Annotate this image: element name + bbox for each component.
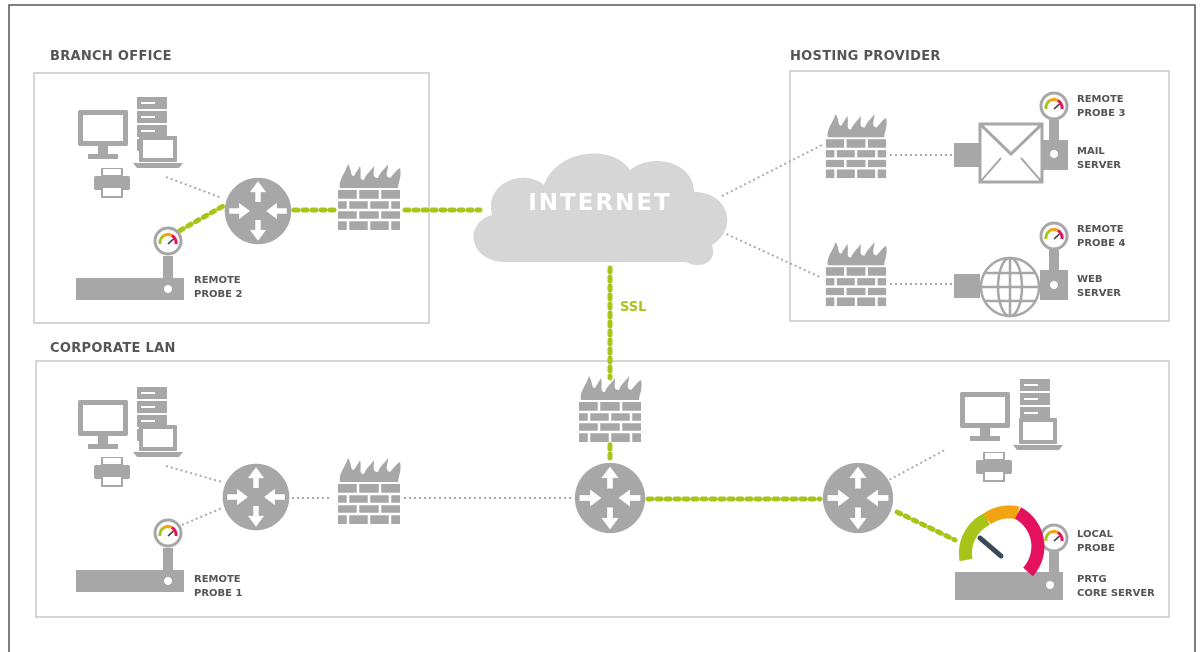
remote-probe-3-label: REMOTE PROBE 3 [1077,94,1127,119]
internet-label: INTERNET [528,190,672,216]
web-server-device [954,221,1069,318]
router-icon [574,462,646,534]
remote-probe-4-label: REMOTE PROBE 4 [1077,224,1127,249]
router-icon [822,462,894,534]
web-server-label: WEB SERVER [1077,274,1121,299]
remote-probe-2-device [76,226,184,300]
mail-server-device [954,91,1069,184]
outer-frame [8,4,1196,652]
cloud-icon [473,153,728,266]
globe-icon [979,256,1041,318]
branch-office-title: BRANCH OFFICE [50,49,172,64]
probe-device-icon [76,570,184,592]
gauge-icon [1039,221,1069,251]
hosting-provider-title: HOSTING PROVIDER [790,49,941,64]
core-server-label: PRTG CORE SERVER [1077,574,1155,599]
laptop-icon [1013,418,1063,450]
router-icon [224,177,292,245]
gauge-icon [1039,91,1069,121]
ssl-label: SSL [620,300,646,315]
core-gauge-icon [958,505,1045,577]
gauge-icon [1039,523,1069,553]
router-icon [222,463,290,531]
corporate-lan-title: CORPORATE LAN [50,341,176,356]
gauge-icon [153,226,183,256]
mail-server-label: MAIL SERVER [1077,146,1121,171]
remote-probe-2-label: REMOTE PROBE 2 [194,275,244,300]
core-server-device [955,505,1069,600]
internet-cloud: INTERNET [473,153,728,266]
probe-device-icon [955,572,1063,600]
gray-links [165,144,954,526]
remote-probe-1-device [76,518,184,592]
remote-probe-1-label: REMOTE PROBE 1 [194,574,244,599]
laptop-icon [133,136,183,168]
gauge-icon [153,518,183,548]
mail-icon [978,122,1044,184]
probe-device-icon [76,278,184,300]
laptop-icon [133,425,183,457]
local-probe-label: LOCAL PROBE [1077,529,1116,554]
